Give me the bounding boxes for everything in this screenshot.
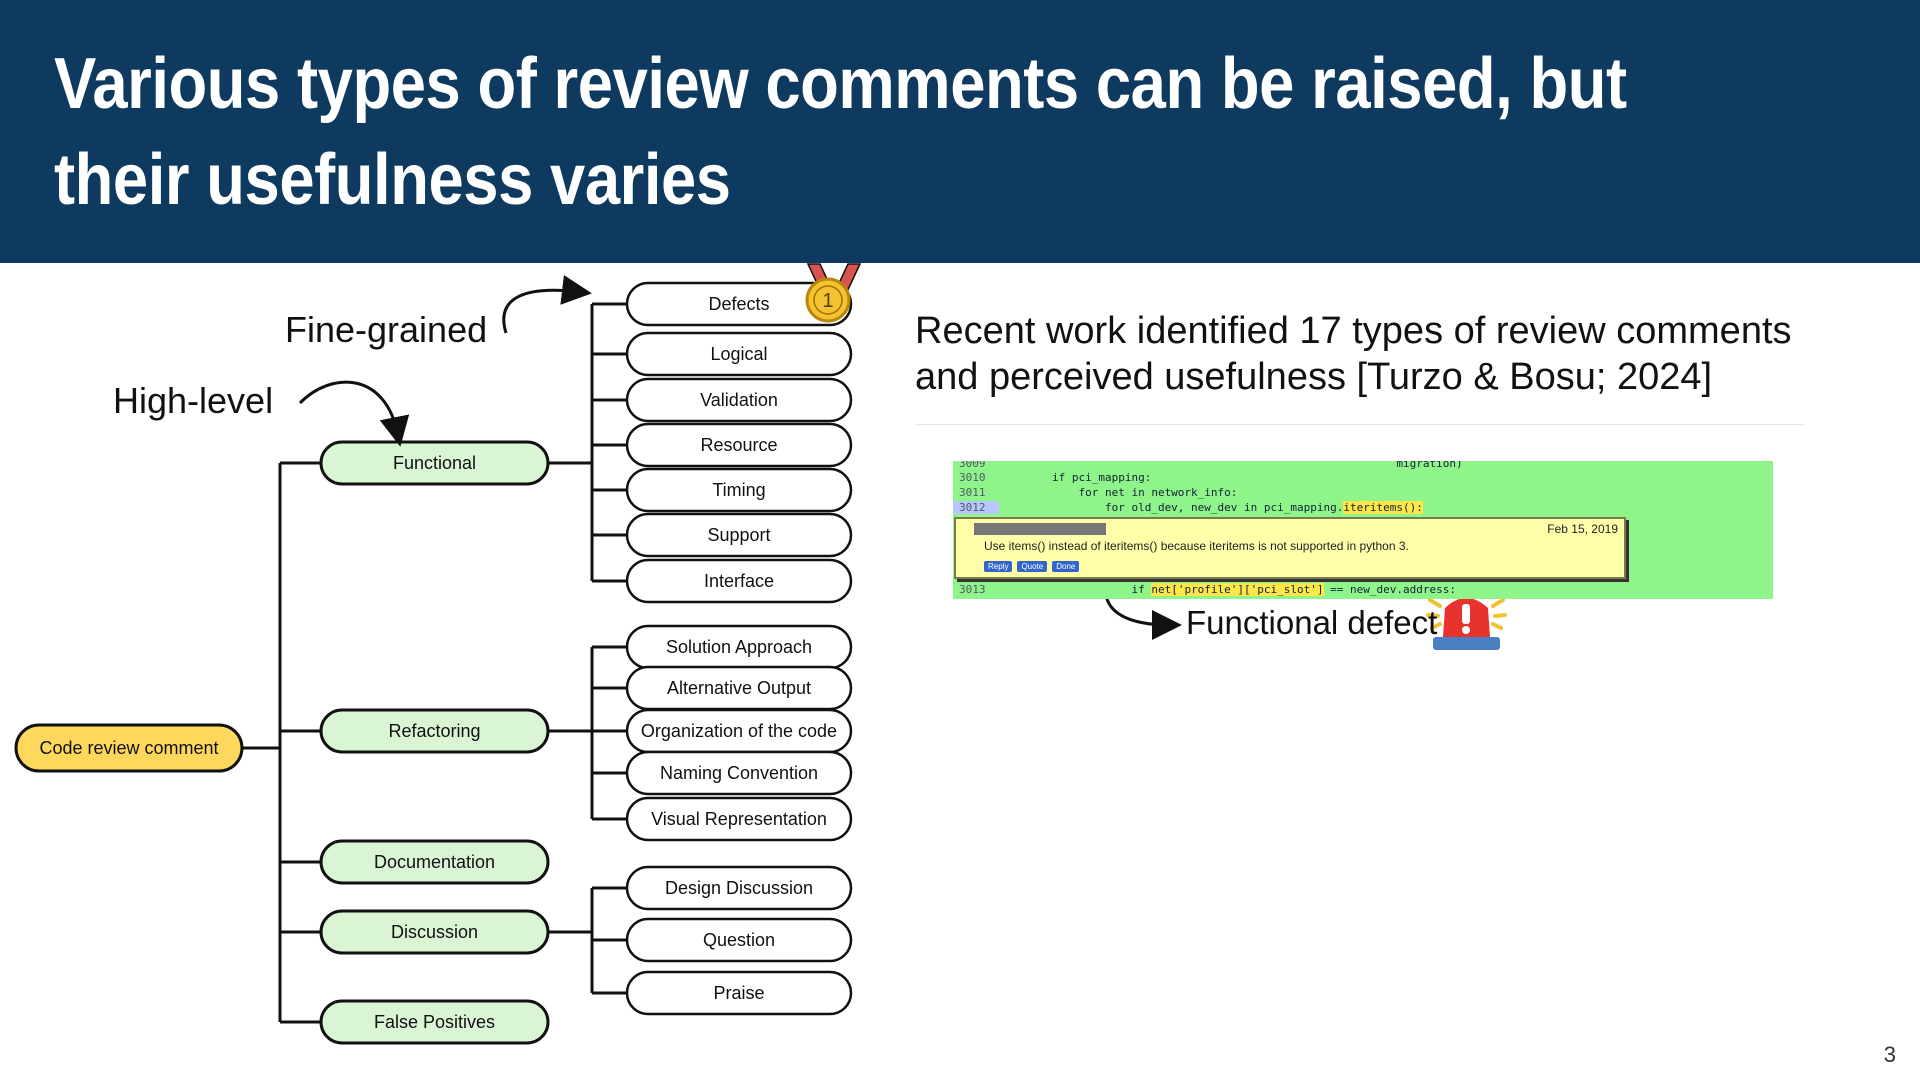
- code-line-bottom: 3013 if net['profile']['pci_slot'] == ne…: [959, 583, 1456, 596]
- review-comment-box: Feb 15, 2019 Use items() instead of iter…: [954, 517, 1626, 579]
- category-false-positives-label: False Positives: [374, 1012, 495, 1032]
- leaf-naming-convention-label: Naming Convention: [660, 763, 818, 783]
- research-description: Recent work identified 17 types of revie…: [915, 308, 1875, 400]
- description-line-1: Recent work identified 17 types of revie…: [915, 310, 1792, 352]
- medal-icon: 1: [805, 263, 862, 323]
- quote-button[interactable]: Quote: [1017, 561, 1048, 572]
- category-refactoring: Refactoring: [319, 708, 550, 754]
- leaf-alternative-output-label: Alternative Output: [667, 678, 811, 698]
- leaf-question-label: Question: [703, 930, 775, 950]
- title-banner: Various types of review comments can be …: [0, 0, 1920, 263]
- leaf-organization-of-the-code-label: Organization of the code: [641, 721, 837, 741]
- code-line: 3010 if pci_mapping:: [959, 471, 1152, 484]
- code-line: 3009 migration): [959, 461, 1463, 470]
- leaf-praise: Praise: [625, 970, 853, 1016]
- leaf-timing: Timing: [625, 467, 853, 513]
- leaf-solution-approach-label: Solution Approach: [666, 637, 812, 657]
- comment-actions: Reply Quote Done: [984, 558, 1084, 572]
- leaf-question: Question: [625, 917, 853, 963]
- medal-number: 1: [822, 290, 833, 312]
- category-documentation: Documentation: [319, 839, 550, 885]
- leaf-interface: Interface: [625, 558, 853, 604]
- divider: [915, 424, 1805, 425]
- leaf-defects: Defects: [625, 281, 853, 327]
- fine-grained-arrow: [502, 275, 592, 334]
- leaf-logical: Logical: [625, 331, 853, 377]
- redacted-author: [974, 523, 1106, 535]
- category-functional: Functional: [319, 440, 550, 486]
- leaf-support-label: Support: [707, 525, 770, 545]
- leaf-logical-label: Logical: [710, 344, 767, 364]
- code-review-screenshot: 3009 migration) 3010 if pci_mapping: 301…: [953, 461, 1773, 599]
- description-line-2: and perceived usefulness [Turzo & Bosu; …: [915, 356, 1713, 398]
- category-functional-label: Functional: [393, 453, 476, 473]
- root-node-code-review-comment-label: Code review comment: [39, 738, 218, 758]
- root-node-code-review-comment: Code review comment: [14, 723, 244, 773]
- category-discussion-label: Discussion: [391, 922, 478, 942]
- category-documentation-label: Documentation: [374, 852, 495, 872]
- category-discussion: Discussion: [319, 909, 550, 955]
- leaf-timing-label: Timing: [712, 480, 765, 500]
- category-refactoring-label: Refactoring: [388, 721, 480, 741]
- siren-icon: [1426, 598, 1507, 650]
- title-line-1: Various types of review comments can be …: [54, 44, 1627, 124]
- functional-defect-label: Functional defect: [1186, 604, 1438, 641]
- category-false-positives: False Positives: [319, 999, 550, 1045]
- code-line: 3011 for net in network_info:: [959, 486, 1238, 499]
- annotation-fine-grained: Fine-grained: [285, 309, 487, 350]
- leaf-praise-label: Praise: [713, 983, 764, 1003]
- leaf-resource-label: Resource: [700, 435, 777, 455]
- high-level-arrow: [298, 380, 410, 447]
- leaf-validation: Validation: [625, 377, 853, 423]
- leaf-alternative-output: Alternative Output: [625, 665, 853, 711]
- leaf-design-discussion: Design Discussion: [625, 865, 853, 911]
- reply-button[interactable]: Reply: [984, 561, 1013, 572]
- leaf-solution-approach: Solution Approach: [625, 624, 853, 670]
- code-line-highlighted: 3012 for old_dev, new_dev in pci_mapping…: [953, 501, 1773, 516]
- leaf-interface-label: Interface: [704, 571, 774, 591]
- leaf-design-discussion-label: Design Discussion: [665, 878, 813, 898]
- leaf-visual-representation-label: Visual Representation: [651, 809, 827, 829]
- leaf-visual-representation: Visual Representation: [625, 796, 853, 842]
- leaf-support: Support: [625, 512, 853, 558]
- leaf-resource: Resource: [625, 422, 853, 468]
- page-number: 3: [1883, 1042, 1896, 1067]
- slide-title: Various types of review comments can be …: [54, 36, 1638, 228]
- title-line-2: their usefulness varies: [54, 140, 731, 220]
- leaf-organization-of-the-code: Organization of the code: [625, 708, 853, 754]
- leaf-validation-label: Validation: [700, 390, 778, 410]
- leaf-naming-convention: Naming Convention: [625, 750, 853, 796]
- comment-text: Use items() instead of iteritems() becau…: [984, 539, 1409, 553]
- done-button[interactable]: Done: [1052, 561, 1080, 572]
- annotation-high-level: High-level: [113, 380, 273, 421]
- comment-date: Feb 15, 2019: [1547, 522, 1618, 536]
- leaf-defects-label: Defects: [708, 294, 769, 314]
